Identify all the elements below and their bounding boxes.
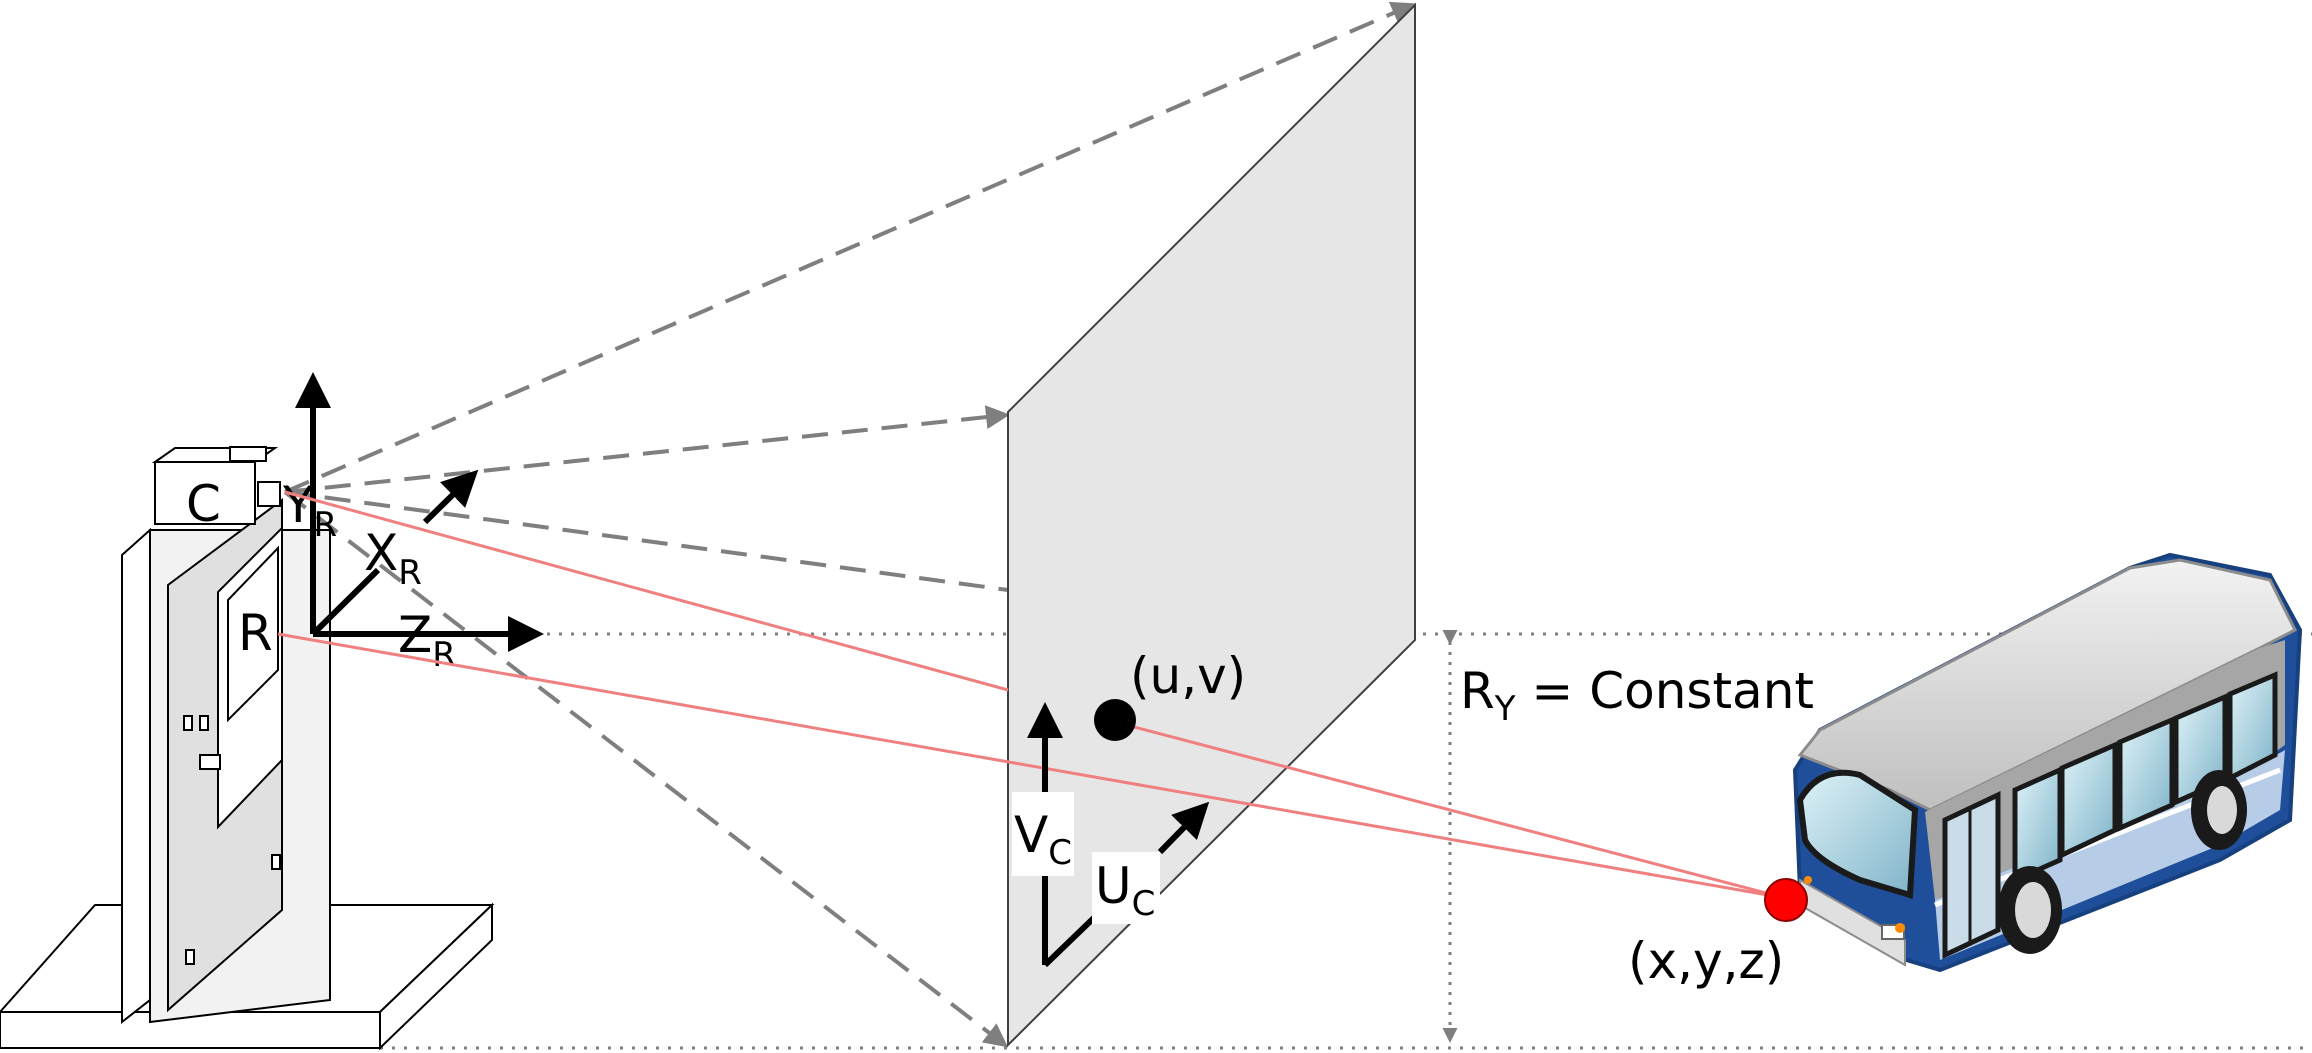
v-axis-label-bg — [1012, 792, 1074, 876]
world-point-label: (x,y,z) — [1628, 932, 1784, 990]
image-plane — [1007, 2, 1416, 1048]
u-axis-label-bg — [1092, 852, 1160, 924]
camera-label: C — [186, 475, 221, 533]
x-axis-label: XR — [364, 524, 422, 593]
y-axis-label: YR — [282, 476, 337, 545]
camera-frustum — [283, 1, 1416, 1048]
ground-reference-lines — [380, 632, 2312, 1050]
world-point — [1764, 878, 1808, 922]
u-axis-label: UC — [1095, 857, 1155, 924]
height-constraint-label: RY = Constant — [1460, 662, 1814, 729]
image-point — [1094, 699, 1136, 741]
z-axis-label: ZR — [398, 606, 456, 675]
v-axis-label: VC — [1014, 806, 1072, 873]
image-point-label: (u,v) — [1130, 647, 1246, 705]
sensor-mount — [0, 446, 495, 1051]
radar-axes — [295, 372, 544, 652]
radar-label: R — [238, 604, 273, 662]
bus-illustration — [1792, 552, 2303, 973]
